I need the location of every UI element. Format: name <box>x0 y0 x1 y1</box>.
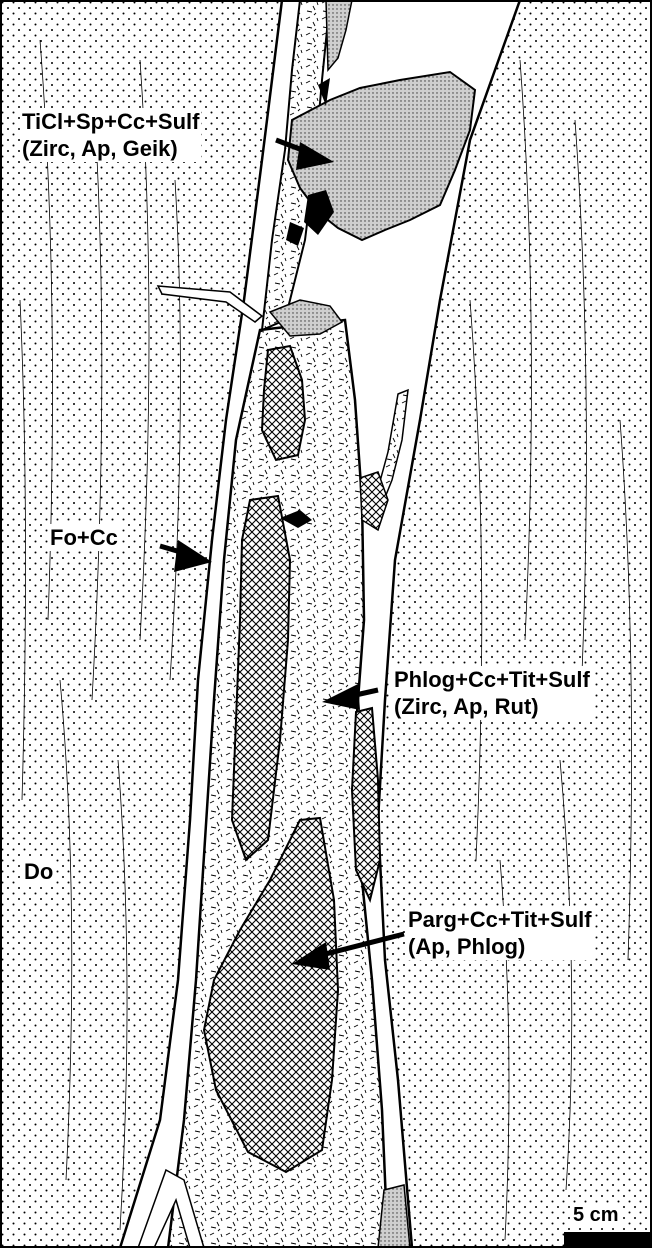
scale-bar <box>564 1232 652 1248</box>
phlog-assemblage-line1: Phlog+Cc+Tit+Sulf <box>394 666 590 693</box>
phlog-assemblage-label: Phlog+Cc+Tit+Sulf (Zirc, Ap, Rut) <box>392 666 592 720</box>
fo-cc-line1: Fo+Cc <box>50 524 118 551</box>
ticl-assemblage-label: TiCl+Sp+Cc+Sulf (Zirc, Ap, Geik) <box>20 108 201 162</box>
parg-assemblage-line2: (Ap, Phlog) <box>408 933 592 960</box>
ticl-assemblage-line2: (Zirc, Ap, Geik) <box>22 135 199 162</box>
host-rock-label: Do <box>22 858 55 885</box>
ticl-assemblage-line1: TiCl+Sp+Cc+Sulf <box>22 108 199 135</box>
phlog-assemblage-line2: (Zirc, Ap, Rut) <box>394 693 590 720</box>
scale-bar-label: 5 cm <box>570 1204 622 1227</box>
host-rock-line1: Do <box>24 858 53 885</box>
bottom-stippled-pocket <box>378 1185 410 1248</box>
parg-assemblage-line1: Parg+Cc+Tit+Sulf <box>408 906 592 933</box>
parg-assemblage-label: Parg+Cc+Tit+Sulf (Ap, Phlog) <box>406 906 594 960</box>
fo-cc-label: Fo+Cc <box>48 524 120 551</box>
